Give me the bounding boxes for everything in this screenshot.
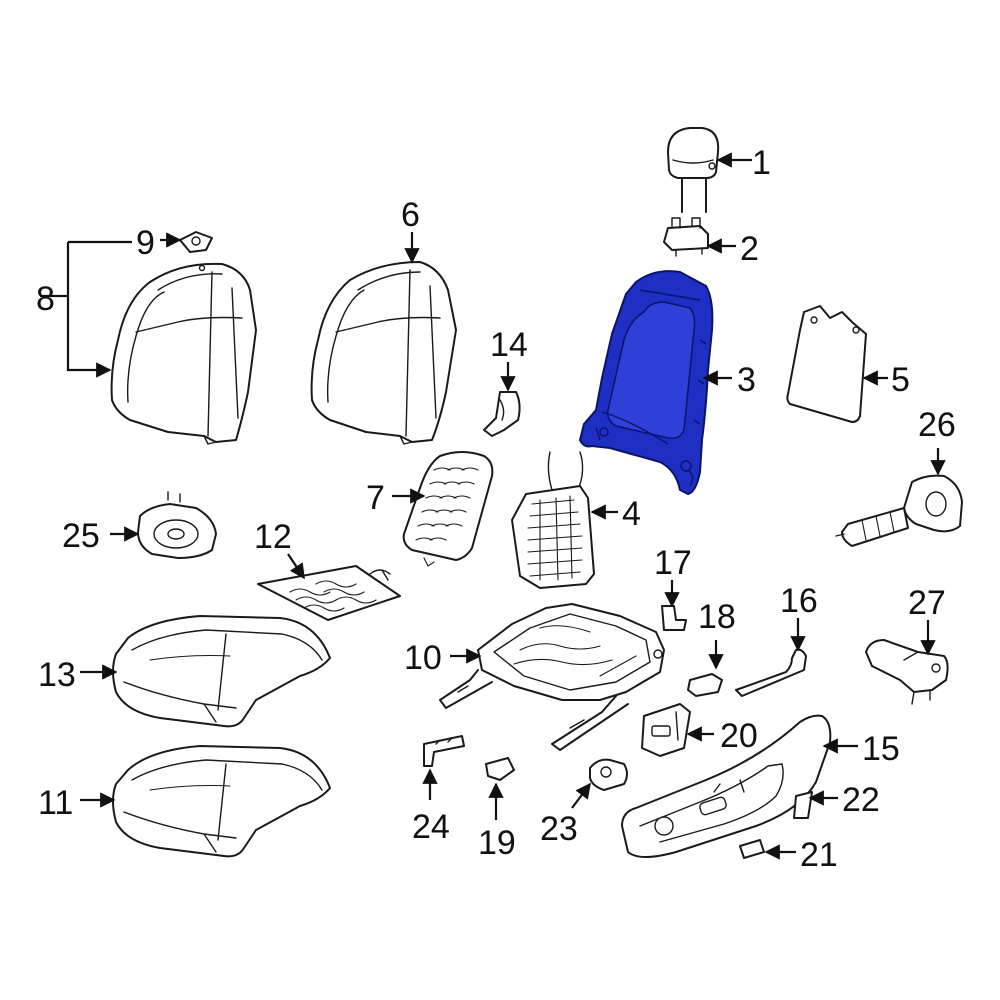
- part-8-back-cushion-assembly[interactable]: [110, 262, 257, 445]
- part-9-clip[interactable]: [179, 231, 213, 253]
- part-6-back-cover[interactable]: [310, 261, 457, 445]
- part-19-clip[interactable]: [485, 757, 515, 781]
- part-18-cap[interactable]: [687, 673, 723, 697]
- part-14-bracket[interactable]: [483, 391, 521, 437]
- part-22-knob[interactable]: [793, 791, 813, 819]
- part-11-seat-cushion-pad[interactable]: [112, 745, 331, 858]
- callout-13: 13: [38, 656, 76, 694]
- callout-18: 18: [698, 598, 736, 636]
- part-1-headrest[interactable]: [667, 127, 720, 213]
- callout-20: 20: [720, 717, 758, 755]
- callout-14: 14: [490, 326, 528, 364]
- callout-23: 23: [540, 810, 578, 848]
- part-27-actuator[interactable]: [865, 639, 949, 705]
- part-24-clip[interactable]: [423, 735, 465, 767]
- callout-12: 12: [254, 518, 292, 556]
- callout-19: 19: [478, 824, 516, 862]
- part-3-seat-back-frame[interactable]: [579, 270, 714, 495]
- callout-labels: 1 2 3 4 5 6 7 8 9 10 11 12 13 14 15 16 1…: [36, 144, 956, 874]
- callout-9: 9: [136, 224, 155, 262]
- callout-17: 17: [654, 544, 692, 582]
- part-12-seat-heater[interactable]: [257, 565, 401, 621]
- leader-lines: [40, 152, 946, 860]
- callout-25: 25: [62, 517, 100, 555]
- part-13-seat-cushion-cover[interactable]: [112, 615, 331, 728]
- callout-1: 1: [752, 144, 771, 182]
- part-23-connector[interactable]: [589, 758, 628, 791]
- part-5-back-panel[interactable]: [786, 305, 867, 423]
- callout-4: 4: [622, 495, 641, 533]
- part-2-headrest-guide[interactable]: [663, 217, 709, 257]
- part-21-cap[interactable]: [739, 839, 765, 859]
- callout-3: 3: [737, 361, 756, 399]
- part-16-rod[interactable]: [735, 648, 807, 697]
- part-26-recliner-motor[interactable]: [835, 474, 963, 547]
- part-4-lumbar-support[interactable]: [511, 451, 595, 589]
- callout-16: 16: [780, 582, 818, 620]
- callout-22: 22: [842, 781, 880, 819]
- callout-24: 24: [412, 808, 450, 846]
- part-20-switch[interactable]: [641, 703, 691, 757]
- callout-7: 7: [366, 479, 385, 517]
- callout-8: 8: [36, 280, 55, 318]
- callout-27: 27: [908, 584, 946, 622]
- part-10-seat-frame[interactable]: [439, 603, 665, 751]
- callout-10: 10: [404, 639, 442, 677]
- callout-11: 11: [38, 784, 73, 822]
- part-15-side-shield[interactable]: [621, 714, 832, 858]
- callout-6: 6: [401, 196, 420, 234]
- part-25-speaker-housing[interactable]: [137, 491, 217, 559]
- part-7-back-cushion[interactable]: [402, 451, 494, 567]
- callout-26: 26: [918, 406, 956, 444]
- part-17-clip[interactable]: [661, 605, 687, 631]
- callout-2: 2: [740, 230, 759, 268]
- callout-15: 15: [862, 730, 900, 768]
- callout-5: 5: [891, 361, 910, 399]
- callout-21: 21: [800, 836, 838, 874]
